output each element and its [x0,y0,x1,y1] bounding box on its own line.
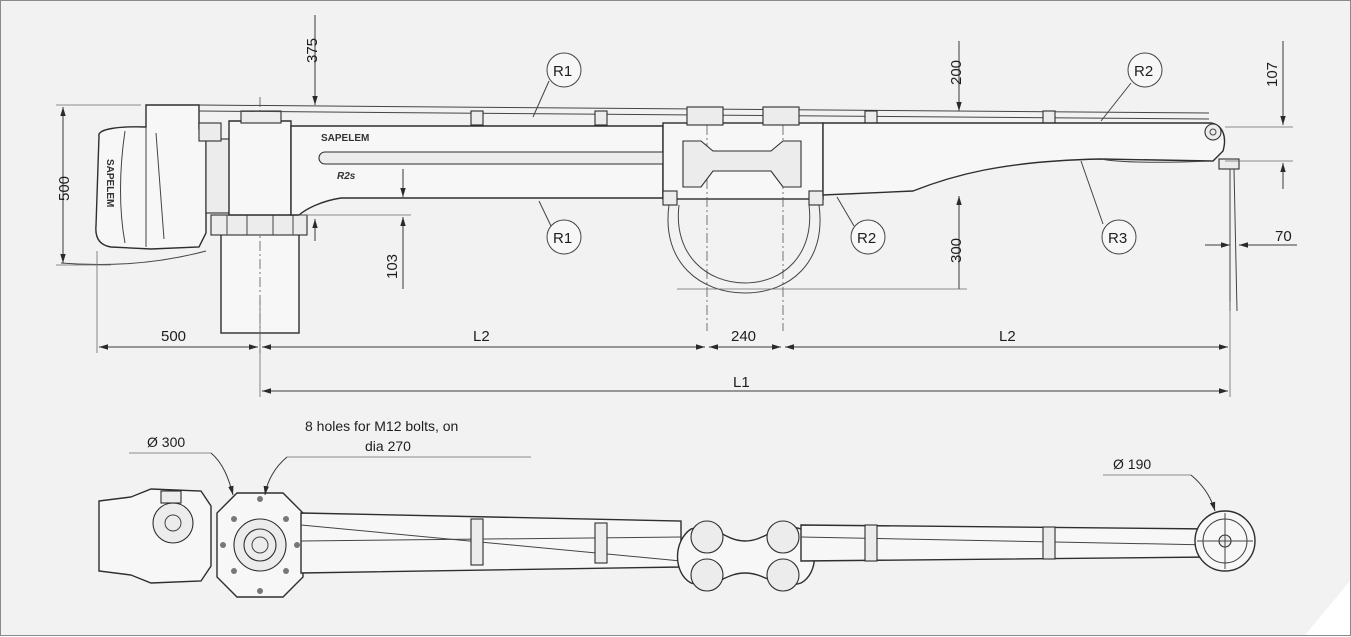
dim-375: 375 [304,38,321,63]
dim-240: 240 [731,328,756,345]
dim-200: 200 [948,60,965,85]
note-dia-300: Ø 300 [147,434,185,450]
tip-pivot [1204,123,1222,141]
boom-2-top [800,524,1212,562]
callout-r2-top: R2 [1100,52,1163,122]
side-view: SAPELEM SAPELEM R2s [56,15,1297,397]
svg-text:R2s: R2s [337,171,356,182]
callout-r3: R3 [1080,160,1137,255]
dim-l2-left: L2 [473,328,490,345]
note-holes-line-2: dia 270 [365,438,411,454]
callout-r1-bottom: R1 [538,200,582,255]
callout-r1-top: R1 [532,52,582,118]
callout-r2-bottom: R2 [836,196,886,255]
corner-fold [1305,581,1350,635]
svg-text:R2: R2 [857,230,876,247]
svg-text:R1: R1 [553,230,572,247]
note-holes-line-1: 8 holes for M12 bolts, on [305,418,458,434]
hose-loop [667,204,821,294]
boom-1-brand: SAPELEM R2s [321,133,369,182]
dim-l1: L1 [733,374,750,391]
dim-500-horizontal: 500 [161,328,186,345]
motor-label-vertical: SAPELEM [104,159,115,207]
dim-70: 70 [1275,228,1292,245]
top-view: Ø 300 8 holes for M12 bolts, on dia 270 … [98,418,1256,598]
svg-text:R3: R3 [1108,230,1127,247]
dim-500-vertical: 500 [56,176,73,201]
svg-text:R1: R1 [553,63,572,80]
boom-arm-2 [822,122,1226,196]
dim-300-vertical: 300 [948,238,965,263]
motor-top [98,488,212,584]
svg-text:SAPELEM: SAPELEM [104,159,115,207]
slew-head [228,120,292,216]
dim-107: 107 [1264,62,1281,87]
svg-text:SAPELEM: SAPELEM [321,133,369,144]
svg-text:R2: R2 [1134,63,1153,80]
dim-103: 103 [384,254,401,279]
note-dia-190: Ø 190 [1113,456,1151,472]
dim-l2-right: L2 [999,328,1016,345]
boom-1-tube [318,151,682,165]
